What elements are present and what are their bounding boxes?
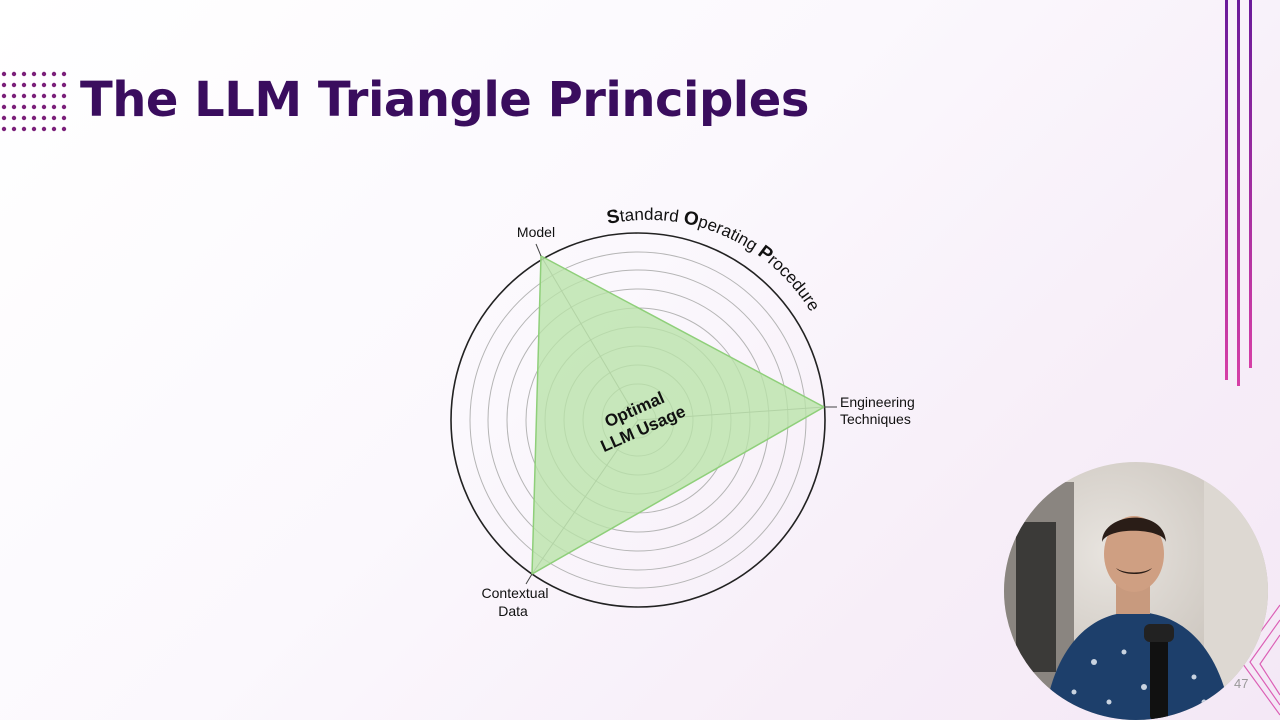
page-number: 47 — [1234, 676, 1249, 691]
vertex-label-engineering-2: Techniques — [840, 411, 911, 427]
slide-title: The LLM Triangle Principles — [80, 72, 809, 128]
vertex-label-contextual-1: Contextual — [482, 585, 549, 601]
vertex-label-engineering-1: Engineering — [840, 394, 915, 410]
vertical-bars-icon — [1225, 0, 1252, 386]
sop-arc-label: Standard Operating Procedure — [605, 205, 823, 315]
llm-triangle-diagram: Model Engineering Techniques Contextual … — [450, 205, 915, 619]
outer-circle — [450, 232, 826, 608]
vertex-label-contextual-2: Data — [498, 603, 528, 619]
dot-grid-icon — [1, 71, 67, 132]
vertex-label-model: Model — [517, 224, 555, 240]
triangle-area — [531, 254, 826, 576]
presenter-avatar — [1004, 462, 1268, 720]
presenter-webcam — [1004, 462, 1268, 720]
